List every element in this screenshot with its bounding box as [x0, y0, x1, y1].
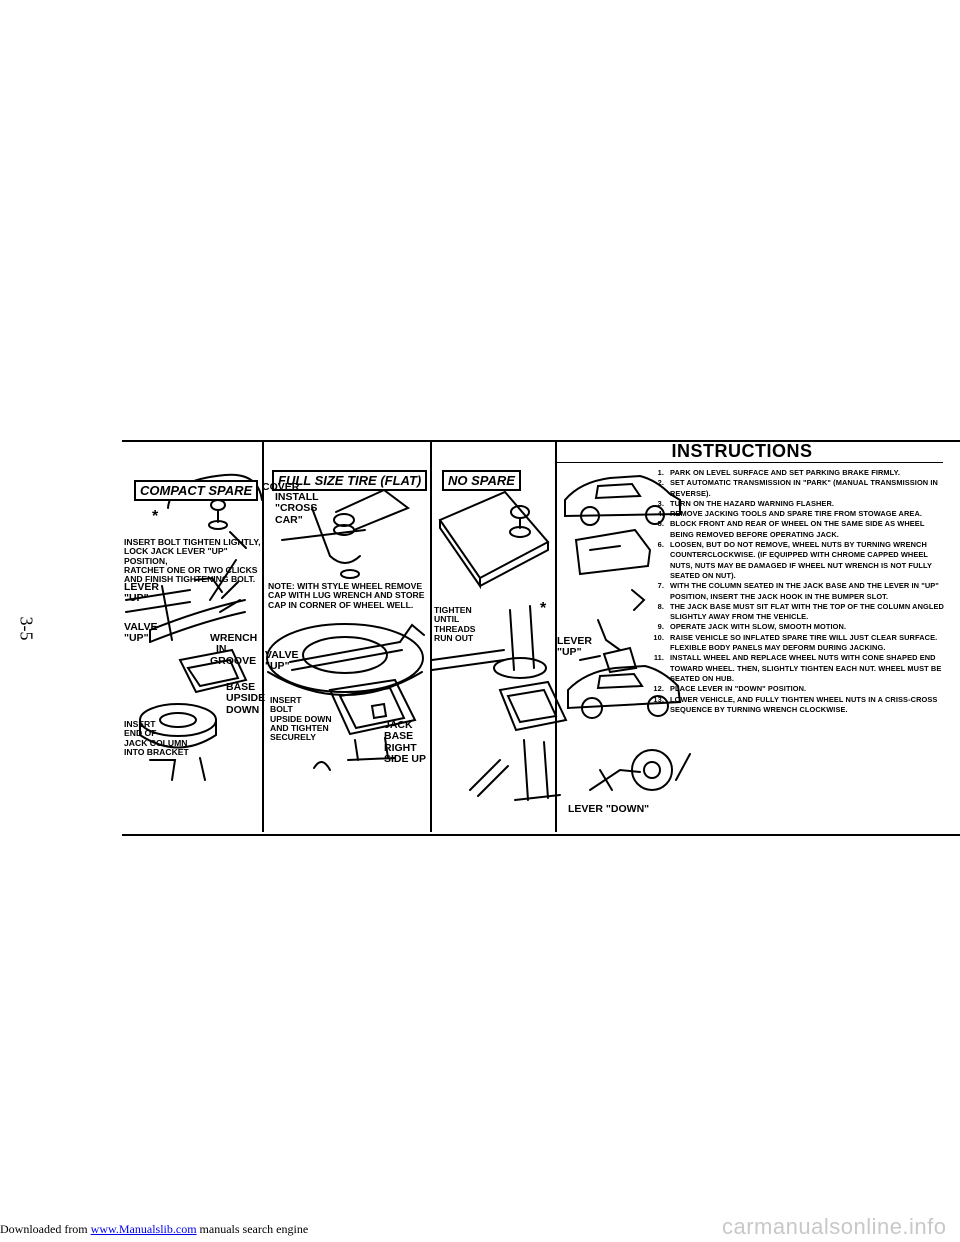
- step-number: 8.: [657, 601, 664, 611]
- compact-spare-note: INSERT BOLT TIGHTEN LIGHTLY, LOCK JACK L…: [124, 537, 261, 585]
- insert-end-callout: INSERT END OF JACK COLUMN INTO BRACKET: [124, 719, 189, 757]
- step-text: INSTALL WHEEL AND REPLACE WHEEL NUTS WIT…: [670, 653, 942, 683]
- instruction-step: 9. OPERATE JACK WITH SLOW, SMOOTH MOTION.: [648, 622, 944, 632]
- cover-callout: COVER: [262, 481, 300, 493]
- step-text: LOWER VEHICLE, AND FULLY TIGHTEN WHEEL N…: [670, 694, 938, 714]
- title-rule: [557, 462, 943, 463]
- instruction-step: 4. REMOVE JACKING TOOLS AND SPARE TIRE FR…: [648, 509, 944, 519]
- asterisk-mark: *: [540, 600, 547, 617]
- lever-up-callout: LEVER "UP": [124, 581, 160, 605]
- step-text: REMOVE JACKING TOOLS AND SPARE TIRE FROM…: [670, 509, 923, 519]
- jacking-instruction-panel: [122, 440, 960, 836]
- instruction-step: 2. SET AUTOMATIC TRANSMISSION IN "PARK" (…: [648, 478, 944, 499]
- site-watermark: carmanualsonline.info: [722, 1214, 947, 1239]
- no-spare-label: NO SPARE: [442, 470, 521, 491]
- step-number: 9.: [657, 622, 664, 632]
- step-number: 7.: [657, 581, 664, 591]
- footer-prefix: Downloaded from: [0, 1222, 91, 1236]
- instruction-steps: 1. PARK ON LEVEL SURFACE AND SET PARKING …: [648, 468, 944, 715]
- instruction-step: 11. INSTALL WHEEL AND REPLACE WHEEL NUTS …: [648, 653, 944, 684]
- instruction-step: 5. BLOCK FRONT AND REAR OF WHEEL ON THE S…: [648, 519, 944, 540]
- valve-up-callout: VALVE "UP": [265, 649, 299, 673]
- instruction-step: 10. RAISE VEHICLE SO INFLATED SPARE TIRE …: [648, 633, 944, 654]
- instruction-step: 1. PARK ON LEVEL SURFACE AND SET PARKING …: [648, 468, 944, 478]
- valve-up-callout: VALVE "UP": [124, 621, 158, 645]
- instruction-step: 7. WITH THE COLUMN SEATED IN THE JACK BAS…: [648, 581, 944, 602]
- step-number: 3.: [657, 498, 664, 508]
- step-number: 12.: [653, 684, 664, 694]
- insert-bolt-callout: INSERT BOLT UPSIDE DOWN AND TIGHTEN SECU…: [270, 695, 332, 743]
- manualslib-link[interactable]: www.Manualslib.com: [90, 1222, 197, 1236]
- style-wheel-note: NOTE: WITH STYLE WHEEL REMOVE CAP WITH L…: [268, 581, 425, 610]
- step-number: 1.: [657, 468, 664, 477]
- step-text: THE JACK BASE MUST SIT FLAT WITH THE TOP…: [670, 601, 944, 622]
- lever-up-callout: LEVER "UP": [557, 635, 593, 659]
- wrench-in-groove-callout: WRENCH IN GROOVE: [210, 632, 258, 667]
- compact-spare-label: COMPACT SPARE: [134, 480, 259, 501]
- lever-down-callout: LEVER "DOWN": [568, 803, 650, 815]
- step-text: OPERATE JACK WITH SLOW, SMOOTH MOTION.: [670, 622, 847, 632]
- step-number: 13.: [653, 694, 664, 704]
- step-text: BLOCK FRONT AND REAR OF WHEEL ON THE SAM…: [670, 519, 925, 539]
- step-text: LOOSEN, BUT DO NOT REMOVE, WHEEL NUTS BY…: [670, 540, 932, 580]
- footer-suffix: manuals search engine: [196, 1222, 309, 1236]
- step-number: 6.: [657, 540, 664, 550]
- download-footer: Downloaded from www.Manualslib.com manua…: [0, 1222, 308, 1237]
- section-divider: [430, 440, 432, 832]
- tighten-until-threads-callout: TIGHTEN UNTIL THREADS RUN OUT: [434, 605, 476, 643]
- full-size-tire-label: FULL SIZE TIRE (FLAT): [272, 470, 428, 491]
- step-number: 10.: [653, 632, 664, 642]
- instructions-title: INSTRUCTIONS: [671, 441, 813, 461]
- step-number: 2.: [657, 478, 664, 488]
- step-text: PARK ON LEVEL SURFACE AND SET PARKING BR…: [670, 468, 900, 477]
- section-divider: [555, 440, 557, 832]
- instruction-step: 13. LOWER VEHICLE, AND FULLY TIGHTEN WHEE…: [648, 695, 944, 716]
- instruction-step: 3. TURN ON THE HAZARD WARNING FLASHER.: [648, 499, 944, 509]
- base-upside-down-callout: BASE UPSIDE DOWN: [226, 681, 266, 716]
- step-text: RAISE VEHICLE SO INFLATED SPARE TIRE WIL…: [670, 632, 938, 653]
- step-number: 5.: [657, 519, 664, 529]
- step-number: 11.: [653, 653, 664, 663]
- step-text: WITH THE COLUMN SEATED IN THE JACK BASE …: [670, 581, 939, 601]
- step-text: TURN ON THE HAZARD WARNING FLASHER.: [670, 498, 835, 508]
- instruction-step: 12. PLACE LEVER IN "DOWN" POSITION.: [648, 684, 944, 694]
- instruction-step: 8. THE JACK BASE MUST SIT FLAT WITH THE T…: [648, 602, 944, 623]
- instruction-step: 6. LOOSEN, BUT DO NOT REMOVE, WHEEL NUTS …: [648, 540, 944, 581]
- step-text: PLACE LEVER IN "DOWN" POSITION.: [670, 684, 807, 694]
- step-text: SET AUTOMATIC TRANSMISSION IN "PARK" (MA…: [670, 478, 938, 498]
- install-cross-car-callout: INSTALL "CROSS CAR": [275, 491, 319, 526]
- section-divider: [262, 440, 264, 832]
- asterisk-mark: *: [152, 508, 159, 525]
- step-number: 4.: [657, 509, 664, 519]
- jack-base-right-side-up-callout: JACK BASE RIGHT SIDE UP: [384, 719, 427, 765]
